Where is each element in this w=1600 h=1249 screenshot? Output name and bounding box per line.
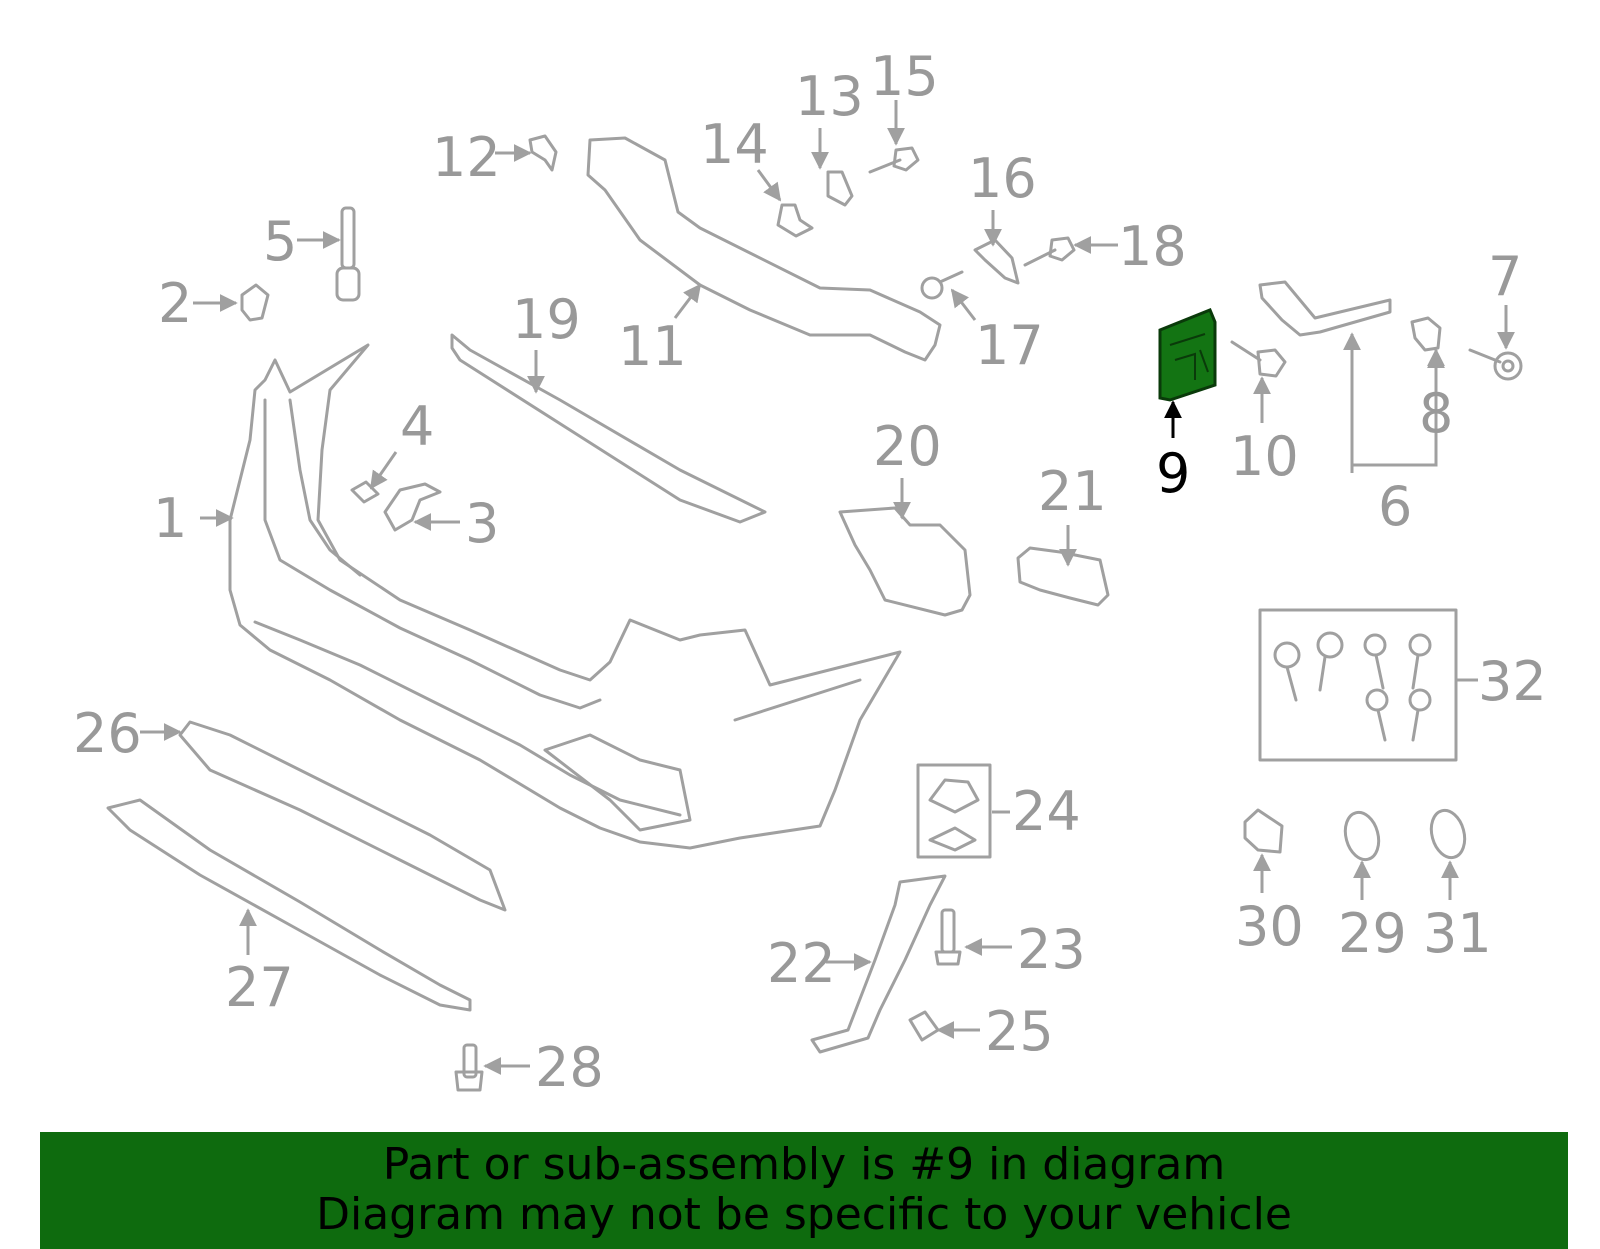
bolt-part-23 [934, 908, 962, 966]
bracket-part-3 [383, 482, 442, 532]
callout-19: 19 [512, 288, 581, 351]
bolt-part-28 [454, 1043, 484, 1092]
callout-32: 32 [1478, 650, 1547, 713]
bracket-part-21 [1016, 546, 1110, 607]
callout-labels: 1 2 3 4 5 6 7 8 9 10 11 12 13 14 15 16 1… [73, 45, 1547, 1099]
bolt-part-15 [868, 146, 920, 174]
bracket-part-13 [826, 170, 854, 207]
boxed-clip-part-24 [916, 763, 992, 859]
pad-part-4 [350, 480, 380, 504]
bolt-part-18 [1023, 236, 1076, 267]
callout-2: 2 [158, 272, 192, 335]
callout-3: 3 [465, 492, 499, 555]
callout-5: 5 [263, 210, 297, 273]
callout-8: 8 [1419, 382, 1453, 445]
bracket-part-14 [776, 203, 814, 238]
clip-part-8 [1410, 316, 1442, 352]
callout-4: 4 [400, 395, 434, 458]
push-clip-part [240, 283, 270, 322]
strip-part-22 [810, 874, 947, 1054]
callout-29: 29 [1338, 902, 1407, 965]
highlighted-module-part-9 [1158, 308, 1217, 402]
callout-12: 12 [432, 126, 501, 189]
callout-14: 14 [700, 113, 769, 176]
callout-16: 16 [968, 147, 1037, 210]
bolt-part-17 [920, 270, 964, 300]
callout-28: 28 [535, 1036, 604, 1099]
clip-part-12 [528, 134, 558, 172]
callout-26: 26 [73, 702, 142, 765]
callout-10: 10 [1230, 425, 1299, 488]
callout-9-highlighted: 9 [1156, 442, 1190, 505]
callout-24: 24 [1012, 780, 1081, 843]
grille-strip-part-26 [178, 720, 507, 912]
callout-22: 22 [767, 932, 836, 995]
callout-11: 11 [618, 315, 687, 378]
callout-6: 6 [1378, 475, 1412, 538]
info-banner: Part or sub-assembly is #9 in diagram Di… [40, 1132, 1568, 1249]
pin-part-5 [335, 206, 361, 302]
callout-17: 17 [975, 314, 1044, 377]
banner-line-2: Diagram may not be specific to your vehi… [316, 1189, 1292, 1240]
seal-ring-part-31 [1429, 808, 1467, 860]
callout-18: 18 [1118, 215, 1187, 278]
seal-ring-part-29 [1343, 810, 1381, 862]
lower-strip-part-27 [106, 798, 472, 1012]
callout-27: 27 [225, 956, 294, 1019]
callout-30: 30 [1235, 895, 1304, 958]
bumper-cover-part [228, 343, 902, 850]
pad-part-25 [908, 1010, 940, 1042]
parts-diagram: 1 2 3 4 5 6 7 8 9 10 11 12 13 14 15 16 1… [73, 45, 1547, 1099]
callout-7: 7 [1488, 245, 1522, 308]
cover-part-20 [838, 506, 972, 617]
callout-25: 25 [985, 1000, 1054, 1063]
callout-13: 13 [795, 65, 864, 128]
callout-15: 15 [870, 45, 939, 108]
screw-part-7 [1468, 348, 1523, 381]
banner-line-1: Part or sub-assembly is #9 in diagram [382, 1139, 1226, 1190]
callout-31: 31 [1423, 902, 1492, 965]
leader-arrows [140, 100, 1515, 1075]
callout-1: 1 [153, 487, 187, 550]
reinforcement-bracket-part-6 [1258, 280, 1392, 337]
callout-20: 20 [873, 415, 942, 478]
bolt-part-10 [1230, 340, 1287, 378]
pad-part-30 [1243, 808, 1284, 854]
screw-kit-part-32 [1258, 608, 1458, 762]
callout-21: 21 [1038, 460, 1107, 523]
energy-absorber-part-11 [586, 136, 942, 362]
bracket-part-16 [973, 238, 1020, 285]
callout-23: 23 [1017, 918, 1086, 981]
